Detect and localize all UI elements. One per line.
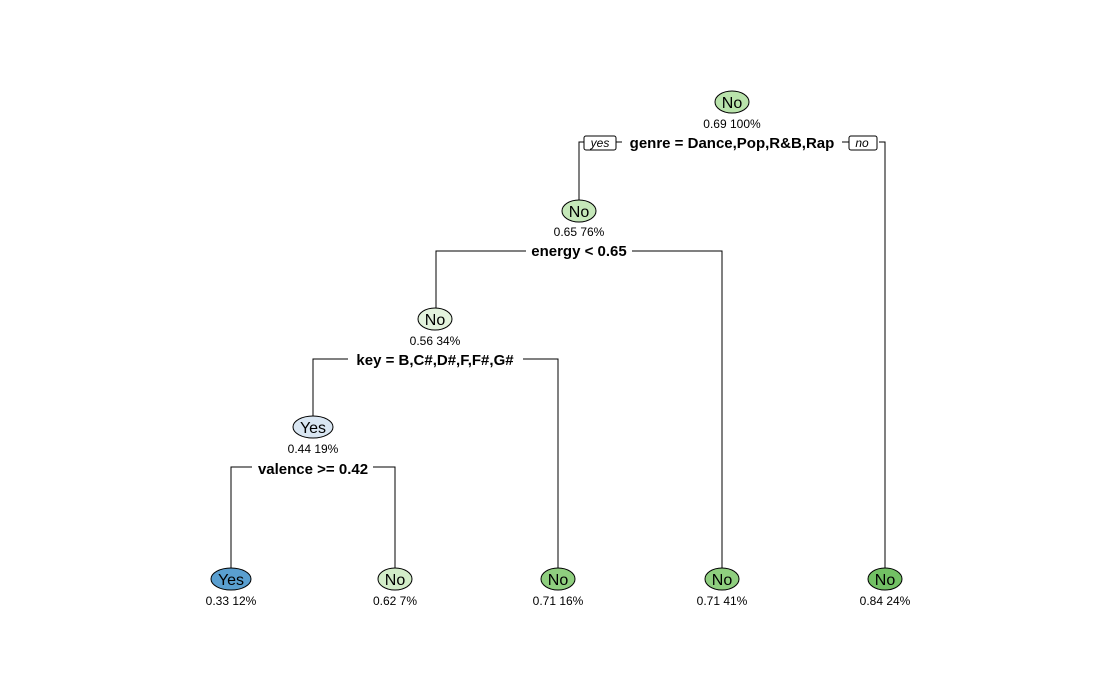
leaf-5-stats: 0.84 24% [860, 594, 911, 608]
split-key-label: key = B,C#,D#,F,F#,G# [356, 352, 514, 369]
node-valence-stats: 0.44 19% [288, 442, 339, 456]
leaf-1: Yes 0.33 12% [206, 567, 257, 608]
node-valence-label: Yes [300, 420, 326, 437]
leaf-2-label: No [385, 572, 406, 589]
edge-energy-split [435, 250, 723, 568]
leaf-5-label: No [875, 572, 896, 589]
edge-key-split [312, 358, 559, 568]
node-key-ellipse [417, 307, 453, 331]
split-energy-label: energy < 0.65 [531, 243, 626, 260]
leaf-3-ellipse [540, 567, 576, 591]
node-valence: Yes 0.44 19% valence >= 0.42 [258, 415, 368, 478]
leaf-4-stats: 0.71 41% [697, 594, 748, 608]
leaf-2-ellipse [377, 567, 413, 591]
branch-no: no [848, 135, 878, 151]
split-root-label: genre = Dance,Pop,R&B,Rap [630, 135, 835, 152]
edge-root-split [578, 141, 886, 568]
leaf-5-ellipse [867, 567, 903, 591]
node-key-label: No [425, 312, 446, 329]
node-key: No 0.56 34% key = B,C#,D#,F,F#,G# [356, 307, 514, 369]
split-valence-label: valence >= 0.42 [258, 461, 368, 478]
leaf-4: No 0.71 41% [697, 567, 748, 608]
node-root-label: No [722, 95, 743, 112]
node-energy-stats: 0.65 76% [554, 225, 605, 239]
node-root-ellipse [714, 90, 750, 114]
tree-edges [230, 141, 886, 568]
node-energy: No 0.65 76% energy < 0.65 [531, 199, 627, 260]
edge-valence-split [230, 466, 396, 568]
node-key-stats: 0.56 34% [410, 334, 461, 348]
leaf-4-ellipse [704, 567, 740, 591]
leaf-3: No 0.71 16% [533, 567, 584, 608]
leaf-5: No 0.84 24% [860, 567, 911, 608]
branch-no-label: no [855, 136, 869, 150]
leaf-1-ellipse [210, 567, 252, 591]
leaf-2: No 0.62 7% [373, 567, 417, 608]
leaf-1-stats: 0.33 12% [206, 594, 257, 608]
branch-yes-box [583, 135, 617, 151]
leaf-3-stats: 0.71 16% [533, 594, 584, 608]
node-root-stats: 0.69 100% [703, 117, 761, 131]
branch-no-box [848, 135, 878, 151]
leaf-4-label: No [712, 572, 733, 589]
branch-yes-label: yes [590, 136, 610, 150]
node-energy-ellipse [561, 199, 597, 223]
leaf-1-label: Yes [218, 572, 244, 589]
node-valence-ellipse [292, 415, 334, 439]
leaf-2-stats: 0.62 7% [373, 594, 417, 608]
node-energy-label: No [569, 204, 590, 221]
node-root: No 0.69 100% genre = Dance,Pop,R&B,Rap [630, 90, 835, 152]
leaf-3-label: No [548, 572, 569, 589]
branch-yes: yes [583, 135, 617, 151]
